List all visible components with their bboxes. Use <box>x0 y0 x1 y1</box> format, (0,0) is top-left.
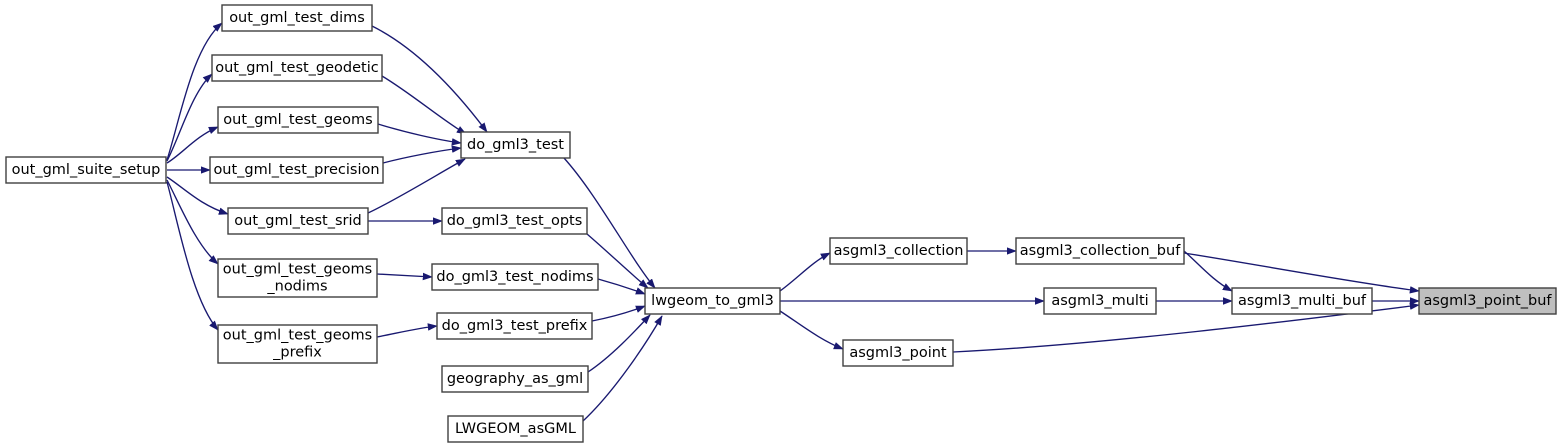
node-asgml3_multi[interactable]: asgml3_multi <box>1043 287 1157 315</box>
call-edge-out_gml_test_geoms_prefix-to-do_gml3_test_prefix <box>376 323 438 338</box>
node-box-geography_as_gml[interactable] <box>441 365 589 393</box>
call-edge-out_gml_suite_setup-to-out_gml_test_geoms_nodims <box>166 179 219 265</box>
call-edge-geography_as_gml-to-lwgeom_to_gml3 <box>587 314 651 373</box>
node-box-out_gml_test_srid[interactable] <box>227 207 369 235</box>
node-box-do_gml3_test_prefix[interactable] <box>436 312 593 340</box>
node-out_gml_test_precision[interactable]: out_gml_test_precision <box>209 156 384 184</box>
node-box-asgml3_collection[interactable] <box>829 237 968 265</box>
call-edge-out_gml_test_precision-to-do_gml3_test <box>382 145 462 164</box>
call-edge-out_gml_test_dims-to-do_gml3_test <box>371 25 488 133</box>
node-box-asgml3_multi_buf[interactable] <box>1231 287 1373 315</box>
node-lwgeom_to_gml3[interactable]: lwgeom_to_gml3 <box>644 287 781 315</box>
call-edge-out_gml_test_geodetic-to-do_gml3_test <box>381 75 467 135</box>
node-out_gml_test_geoms[interactable]: out_gml_test_geoms <box>217 106 379 134</box>
node-out_gml_suite_setup[interactable]: out_gml_suite_setup <box>5 156 167 184</box>
call-edge-out_gml_suite_setup-to-out_gml_test_dims <box>166 22 223 161</box>
call-edge-out_gml_suite_setup-to-out_gml_test_geoms_prefix <box>166 181 219 331</box>
node-box-out_gml_test_dims[interactable] <box>221 4 373 32</box>
call-edge-do_gml3_test_opts-to-lwgeom_to_gml3 <box>586 233 649 289</box>
node-box-do_gml3_test[interactable] <box>460 131 571 159</box>
node-out_gml_test_dims[interactable]: out_gml_test_dims <box>221 4 373 32</box>
call-edge-lwgeom_to_gml3-to-asgml3_collection <box>779 252 831 292</box>
call-edge-do_gml3_test-to-lwgeom_to_gml3 <box>563 157 656 289</box>
node-asgml3_collection_buf[interactable]: asgml3_collection_buf <box>1015 237 1185 265</box>
call-edge-out_gml_suite_setup-to-out_gml_test_geodetic <box>166 73 213 162</box>
node-asgml3_point[interactable]: asgml3_point <box>842 339 954 367</box>
node-out_gml_test_geodetic[interactable]: out_gml_test_geodetic <box>211 54 383 82</box>
node-box-asgml3_multi[interactable] <box>1043 287 1157 315</box>
call-edge-asgml3_collection_buf-to-asgml3_point_buf <box>1183 252 1420 294</box>
node-asgml3_collection[interactable]: asgml3_collection <box>829 237 968 265</box>
node-box-do_gml3_test_opts[interactable] <box>441 207 588 235</box>
node-box-do_gml3_test_nodims[interactable] <box>431 263 599 291</box>
call-edge-out_gml_suite_setup-to-out_gml_test_geoms <box>166 126 219 164</box>
node-do_gml3_test_nodims[interactable]: do_gml3_test_nodims <box>431 263 599 291</box>
call-edge-out_gml_test_geoms_nodims-to-do_gml3_test_nodims <box>376 272 433 281</box>
node-box-LWGEOM_asGML[interactable] <box>447 415 584 443</box>
call-edge-do_gml3_test_prefix-to-lwgeom_to_gml3 <box>591 305 646 322</box>
edges-layer <box>166 22 1420 422</box>
node-LWGEOM_asGML[interactable]: LWGEOM_asGML <box>447 415 584 443</box>
node-do_gml3_test_prefix[interactable]: do_gml3_test_prefix <box>436 312 593 340</box>
nodes-layer: out_gml_suite_setup out_gml_test_dims out_… <box>5 4 1557 443</box>
node-box-asgml3_collection_buf[interactable] <box>1015 237 1185 265</box>
node-box-asgml3_point[interactable] <box>842 339 954 367</box>
node-box-out_gml_test_geoms_nodims[interactable] <box>217 258 378 298</box>
node-do_gml3_test[interactable]: do_gml3_test <box>460 131 571 159</box>
call-edge-do_gml3_test_nodims-to-lwgeom_to_gml3 <box>597 278 646 295</box>
node-asgml3_point_buf[interactable]: asgml3_point_buf <box>1418 287 1557 315</box>
node-box-out_gml_test_geodetic[interactable] <box>211 54 383 82</box>
node-box-asgml3_point_buf[interactable] <box>1418 287 1557 315</box>
node-box-out_gml_test_geoms_prefix[interactable] <box>217 324 378 364</box>
call-edge-out_gml_test_geoms-to-do_gml3_test <box>377 123 462 146</box>
node-box-out_gml_test_geoms[interactable] <box>217 106 379 134</box>
call-edge-out_gml_test_srid-to-do_gml3_test <box>367 158 466 214</box>
node-out_gml_test_geoms_prefix[interactable]: out_gml_test_geoms_prefix <box>217 324 378 364</box>
node-box-out_gml_suite_setup[interactable] <box>5 156 167 184</box>
node-out_gml_test_srid[interactable]: out_gml_test_srid <box>227 207 369 235</box>
call-edge-LWGEOM_asGML-to-lwgeom_to_gml3 <box>582 315 663 422</box>
node-do_gml3_test_opts[interactable]: do_gml3_test_opts <box>441 207 588 235</box>
node-geography_as_gml[interactable]: geography_as_gml <box>441 365 589 393</box>
call-edge-out_gml_suite_setup-to-out_gml_test_srid <box>166 176 229 215</box>
node-box-lwgeom_to_gml3[interactable] <box>644 287 781 315</box>
node-asgml3_multi_buf[interactable]: asgml3_multi_buf <box>1231 287 1373 315</box>
node-box-out_gml_test_precision[interactable] <box>209 156 384 184</box>
node-out_gml_test_geoms_nodims[interactable]: out_gml_test_geoms_nodims <box>217 258 378 298</box>
call-edge-lwgeom_to_gml3-to-asgml3_point <box>779 310 844 350</box>
